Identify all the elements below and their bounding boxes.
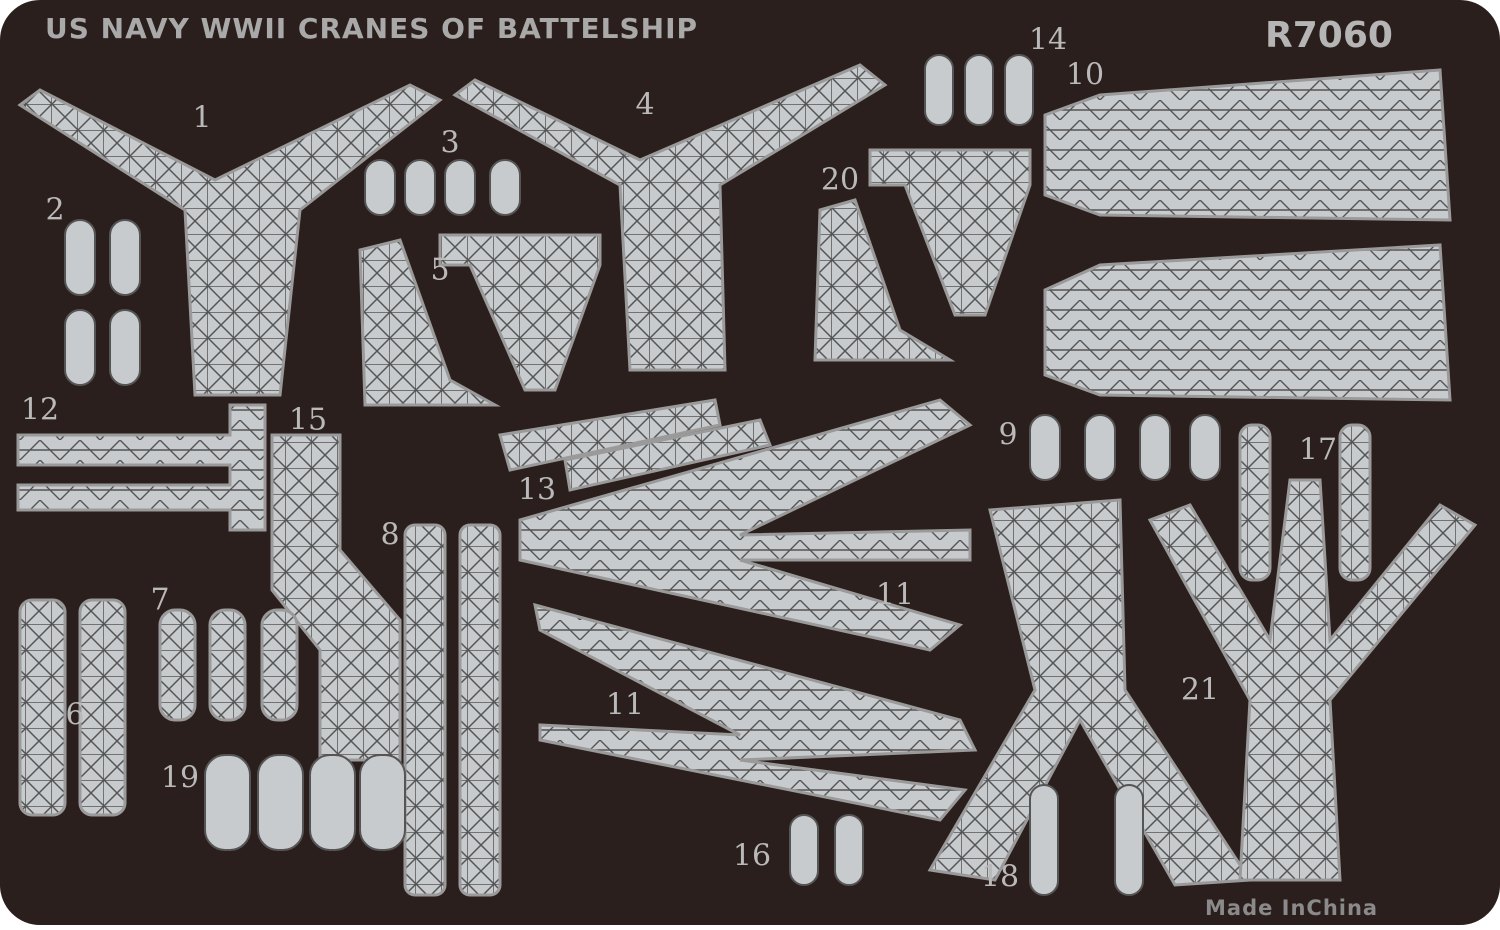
part-number-9: 9 bbox=[998, 417, 1018, 453]
part-number-20: 20 bbox=[820, 162, 860, 198]
part-11-boom bbox=[518, 398, 973, 652]
part-13-platform bbox=[498, 398, 722, 472]
part-number-4: 4 bbox=[635, 87, 655, 123]
part-number-2: 2 bbox=[45, 192, 65, 228]
part-6 bbox=[18, 598, 67, 817]
part-7 bbox=[208, 608, 247, 722]
part-number-15: 15 bbox=[288, 402, 328, 438]
part-4-crane bbox=[452, 63, 888, 372]
sheet-title: US NAVY WWII CRANES OF BATTELSHIP bbox=[45, 12, 699, 45]
part-number-18: 18 bbox=[980, 859, 1020, 895]
part-9-links bbox=[1029, 414, 1221, 481]
part-17 bbox=[1238, 423, 1272, 582]
part-21-tower bbox=[1147, 478, 1478, 882]
part-number-10: 10 bbox=[1065, 57, 1105, 93]
part-18-links bbox=[1029, 784, 1144, 896]
part-number-1: 1 bbox=[192, 100, 212, 136]
part-10-boom bbox=[1043, 68, 1452, 222]
part-5 bbox=[438, 233, 602, 392]
part-number-12: 12 bbox=[20, 392, 60, 428]
part-5 bbox=[358, 238, 501, 407]
part-6 bbox=[78, 598, 127, 817]
part-number-14: 14 bbox=[1028, 22, 1068, 58]
part-13-platform bbox=[563, 418, 773, 492]
part-1-crane bbox=[17, 83, 443, 397]
origin-note: Made InChina bbox=[1205, 896, 1379, 920]
part-number-21: 21 bbox=[1180, 672, 1220, 708]
part-16-links bbox=[789, 814, 864, 886]
part-number-11b: 11 bbox=[605, 687, 645, 723]
part-12-beam bbox=[16, 403, 267, 532]
part-7 bbox=[158, 608, 197, 722]
part-number-16: 16 bbox=[732, 838, 772, 874]
part-number-13: 13 bbox=[517, 472, 557, 508]
part-2-links bbox=[64, 219, 141, 386]
part-number-6: 6 bbox=[65, 697, 85, 733]
part-11-boom bbox=[533, 602, 978, 822]
part-number-8: 8 bbox=[380, 517, 400, 553]
part-number-11: 11 bbox=[875, 577, 915, 613]
part-7 bbox=[260, 608, 299, 722]
part-number-5: 5 bbox=[430, 252, 450, 288]
part-20 bbox=[868, 148, 1032, 317]
part-number-7: 7 bbox=[150, 582, 170, 618]
part-17 bbox=[1338, 423, 1372, 582]
part-number-17: 17 bbox=[1298, 432, 1338, 468]
part-8-strut bbox=[403, 523, 447, 897]
part-20 bbox=[813, 198, 956, 362]
part-8-strut bbox=[458, 523, 502, 897]
part-14-links bbox=[924, 54, 1034, 126]
part-10-boom bbox=[1043, 243, 1452, 402]
part-number-19: 19 bbox=[160, 760, 200, 796]
part-19-discs bbox=[204, 754, 406, 851]
product-code: R7060 bbox=[1265, 15, 1393, 56]
part-number-3: 3 bbox=[440, 125, 460, 161]
part-3-links bbox=[364, 159, 521, 216]
